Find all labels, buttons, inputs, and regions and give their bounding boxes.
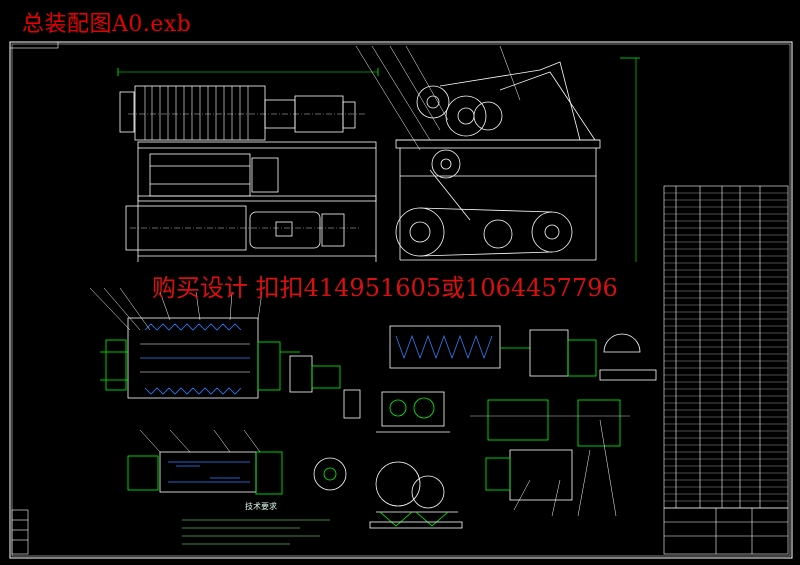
front-view <box>117 68 379 262</box>
leader-lines-bottom <box>89 287 617 517</box>
gear-assembly <box>369 461 463 529</box>
title-block <box>663 507 789 555</box>
side-view <box>395 57 640 262</box>
technical-requirements-heading: 技术要求 <box>245 502 277 511</box>
watermark-text: 购买设计 扣扣414951605或1064457796 <box>152 274 618 302</box>
screw-conveyor <box>389 325 657 381</box>
drive-unit <box>470 399 630 501</box>
technical-requirement-lines <box>182 519 330 545</box>
drawing-file-title: 总装配图A0.exb <box>22 12 192 37</box>
section-press <box>100 317 361 419</box>
gearbox <box>376 391 450 433</box>
drawing-frame <box>9 41 793 559</box>
parts-list-rows <box>664 192 788 502</box>
shaft-view <box>127 451 347 495</box>
leader-lines-top <box>355 45 521 151</box>
revision-block <box>11 509 29 555</box>
